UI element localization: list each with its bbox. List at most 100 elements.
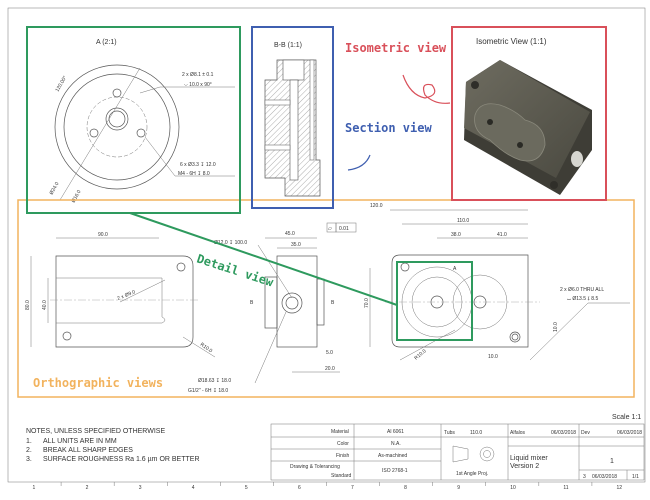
cross-hole [264,99,291,106]
note-text: SURFACE ROUGHNESS Ra 1.6 µm OR BETTER [43,456,200,463]
center-bore-inner [108,110,126,128]
zone-label: 7 [351,485,354,491]
isometric-view: Isometric View (1:1) [464,37,592,195]
zone-label: 2 [86,485,89,491]
top-view-pocket [56,277,166,324]
section-view-box [251,26,334,209]
zone-label: 1 [33,485,36,491]
overall-depth-dimension: 45.0 [285,231,295,237]
isometric-view-box [451,26,607,201]
color-value: N.A. [391,441,401,447]
mount-hole [400,262,410,272]
center-bore-outer [105,107,129,131]
inner-circle [63,73,171,181]
height-dimension: 80.0 [25,300,31,310]
material-label: Material [331,429,349,435]
drill-callout: 6 x Ø3.3 ↧ 12.0 [180,162,216,168]
mount-hole [62,331,72,341]
outer-circle [54,64,180,190]
side-port [571,151,583,167]
flatness-symbol: ⏥ [328,226,332,232]
approved-by: Dev [581,430,590,436]
detail-view-box [26,26,241,214]
section-view-title: B-B (1:1) [274,42,302,49]
shaft-hole [487,119,493,125]
mount-hole-inner [511,333,519,341]
flatness-value: 0.01 [339,226,349,232]
zone-label: 3 [139,485,142,491]
standard-label-2: Standard [331,473,352,479]
orthographic-views-box [17,199,635,398]
flatness-value-box [335,222,357,233]
section-view-annotation-text: Section view [345,121,432,135]
shaft-hole [517,142,523,148]
port-callout-2: G1/2" - 6H ↧ 18.0 [188,388,228,394]
finish-value: As-machined [378,453,407,459]
bore [289,79,299,181]
mount-hole [471,81,479,89]
height-dimension: 70.0 [364,298,370,308]
overall-width-dimension: 120.0 [370,203,383,209]
hole [89,128,99,138]
top-view-outline [55,255,194,348]
outer-diameter-dimension: Ø24.0 [49,181,61,196]
pitch-dimension-2: 41.0 [497,232,507,238]
zone-label: 8 [404,485,407,491]
port-outer [281,292,303,314]
front-view: 120.0 110.0 38.0 41.0 70.0 R10.0 10.0 10… [364,203,630,362]
side-flange [264,276,278,329]
note-number: 1. [26,438,32,445]
mount-hole [509,331,521,343]
zone-label: 6 [298,485,301,491]
notes: NOTES, UNLESS SPECIFIED OTHERWISE 1. ALL… [26,428,200,463]
leader-line [254,311,287,384]
material-value: Al 6061 [387,429,404,435]
drawn-by: Alfalos [510,430,526,436]
leader-line [182,336,216,358]
note-number: 3. [26,456,32,463]
hole-callout-2: ⌴ Ø13.5 ↧ 8.5 [567,296,598,302]
leader-line [119,279,166,303]
countersink-callout: ⌵ 10.0 x 90° [184,82,212,88]
hole-callout: 2 x Ø8.1 ± 0.1 [182,72,214,78]
small-dimension: 5.0 [326,350,333,356]
detail-view-title: A (2:1) [96,39,117,46]
section-view-annotation: Section view [345,121,432,135]
zone-label: 12 [616,485,622,491]
side-flange [316,278,325,326]
edge-x-dimension: 10.0 [488,354,498,360]
leader-line [139,86,161,94]
dimension-line [59,67,141,201]
leader-line [257,244,293,299]
sheet-count: 1/1 [632,474,639,480]
angle-dimension: 120.00° [55,75,69,93]
section-arrow-icon [347,154,371,171]
section-marker-left: B [250,300,254,306]
offset-dimension: 20.0 [325,366,335,372]
pump-lobe-boss [474,103,546,162]
standard-value: ISO 2768-1 [382,468,408,474]
bore-callout: Ø12.0 ↧ 100.0 [214,240,247,246]
scale-label: Scale 1:1 [612,414,641,421]
zone-label: 11 [563,485,568,491]
leader-line [144,136,176,177]
isometric-view-annotation: Isometric view [345,41,447,55]
width-dimension: 90.0 [98,232,108,238]
body-depth-dimension: 35.0 [291,242,301,248]
detail-connector-line [129,212,398,306]
span-dimension: 110.0 [457,218,469,224]
detail-a-box [396,261,473,341]
leader-line [529,302,589,361]
part-field: Tubs [444,430,455,436]
standard-label: Drawing & Tolerancing [290,464,340,470]
detail-view-annotation: Detail view [195,252,276,290]
notes-heading: NOTES, UNLESS SPECIFIED OTHERWISE [26,428,165,435]
circle-symbol-inner [483,450,491,458]
detail-view-a: A (2:1) 120.00° Ø24.0 Ø16.0 2 x Ø8.1 ± 0… [49,39,235,204]
drawing-subtitle: Version 2 [510,463,539,470]
detail-label: A [453,266,457,272]
cross-hole [264,144,291,151]
pitch-dimension-1: 38.0 [451,232,461,238]
